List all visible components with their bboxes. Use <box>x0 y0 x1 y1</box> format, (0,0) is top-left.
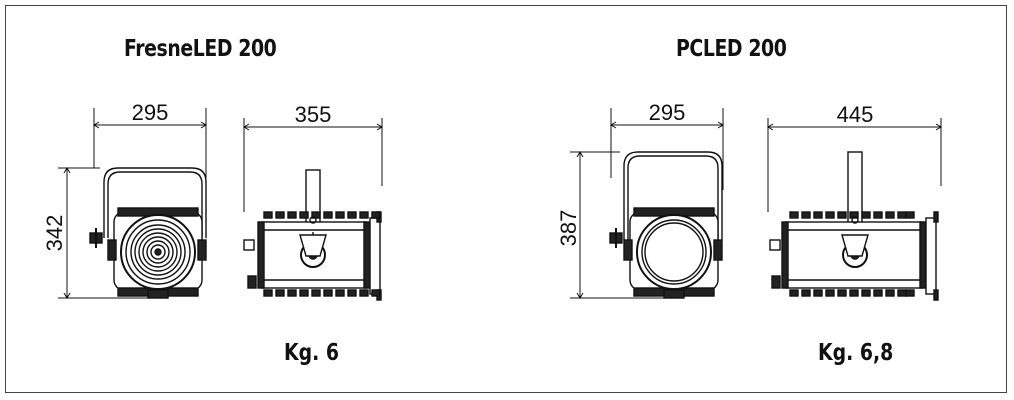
product-title-fresneled: FresneLED 200 <box>124 36 277 62</box>
dimension-depth-side-pcled <box>767 118 942 212</box>
dimension-depth-side-fresneled <box>243 118 383 212</box>
dim-depth-side-pcled: 445 <box>837 102 874 127</box>
weight-label-pcled: Kg. 6,8 <box>818 340 894 366</box>
dim-height-fresneled: 342 <box>42 215 67 252</box>
dim-depth-side-fresneled: 355 <box>295 102 332 127</box>
diagram-frame <box>5 5 1007 393</box>
dimension-width-front-pcled <box>610 108 724 190</box>
pcled-side-view <box>769 151 939 301</box>
dim-height-pcled: 387 <box>556 210 581 247</box>
product-title-pcled: PCLED 200 <box>676 36 787 62</box>
fresneled-side-view <box>243 169 382 301</box>
weight-label-fresneled: Kg. 6 <box>284 340 339 366</box>
pcled-front-view <box>609 151 723 299</box>
dimension-height-pcled <box>570 151 668 299</box>
fresneled-front-view <box>89 167 207 299</box>
dim-width-front-fresneled: 295 <box>132 100 169 125</box>
dimension-height-fresneled <box>58 167 150 299</box>
dim-width-front-pcled: 295 <box>649 100 686 125</box>
